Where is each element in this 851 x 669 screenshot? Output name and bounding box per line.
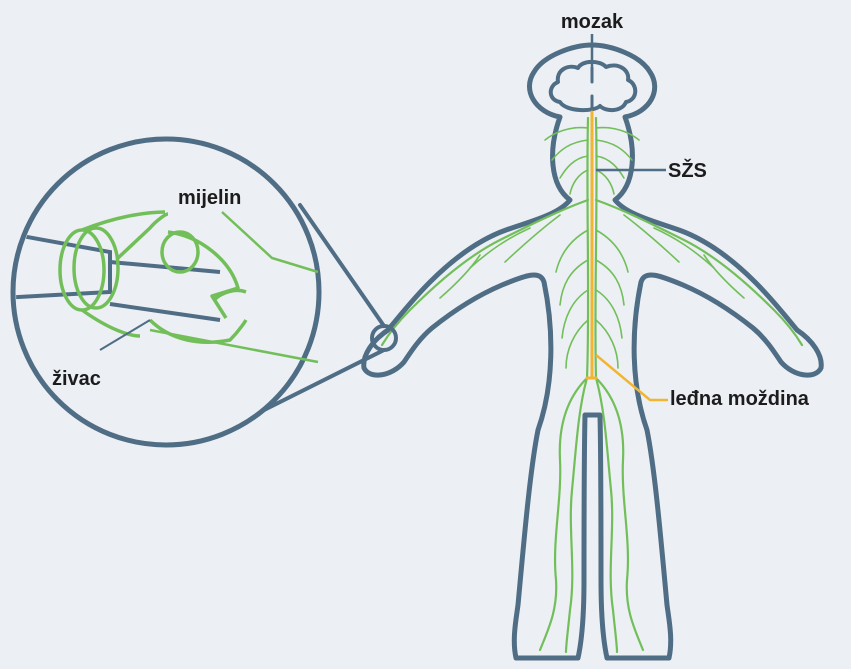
label-nerve: živac: [52, 368, 101, 390]
label-cns: SŽS: [668, 158, 707, 182]
label-myelin: mijelin: [178, 187, 241, 209]
label-brain: mozak: [561, 11, 624, 33]
magnifier: [0, 139, 396, 445]
label-spinal-cord: leđna moždina: [670, 388, 810, 410]
leg-gap: [585, 415, 600, 658]
